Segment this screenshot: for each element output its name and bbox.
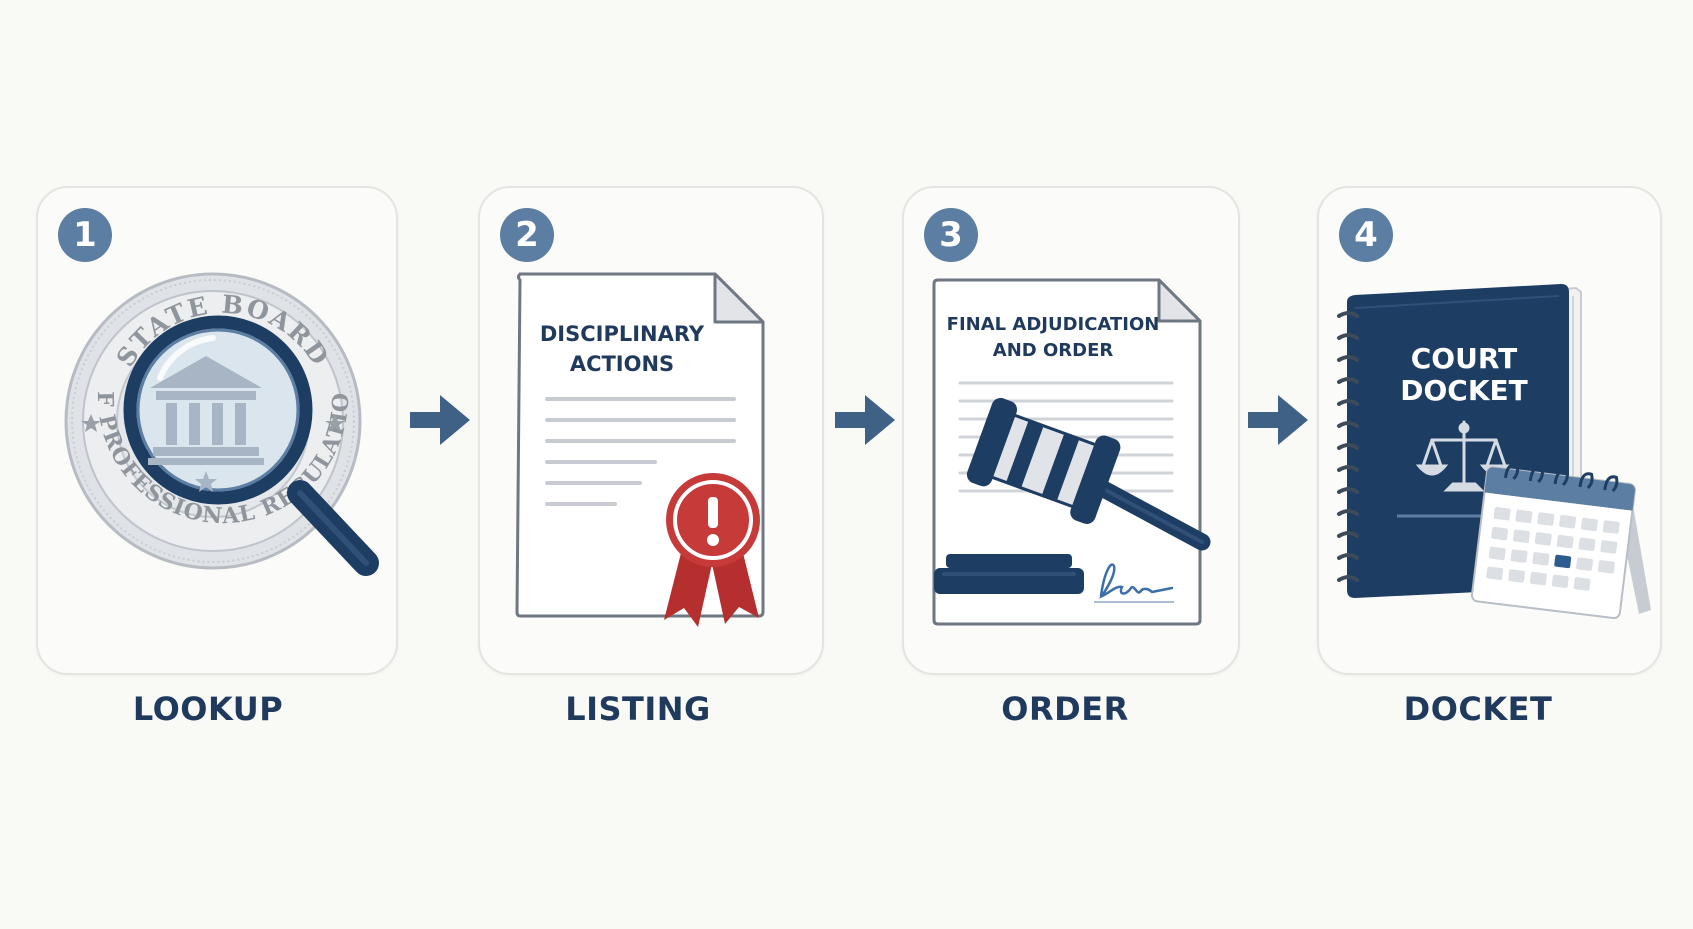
step-card-listing: 2 DISCIPLINARY ACTIONS <box>478 186 824 675</box>
step-label-lookup: LOOKUP <box>132 690 284 728</box>
step-card-docket: 4 COURT DOCKET <box>1317 186 1662 675</box>
document-title-line2: ACTIONS <box>570 352 674 376</box>
document-icon: FINAL ADJUDICATION AND ORDER <box>932 278 1211 626</box>
courthouse-icon <box>148 356 264 465</box>
step-card-order: 3 FINAL ADJUDICATION AND ORDER <box>902 186 1240 675</box>
star-icon <box>195 471 217 492</box>
docket-book-icon: COURT DOCKET <box>1337 284 1651 620</box>
step-card-lookup: 1 STATE BOARD OF PROFESSIONAL REGULATION <box>36 186 398 675</box>
step-number-badge: 2 <box>500 208 554 262</box>
step-number-badge: 3 <box>924 208 978 262</box>
document-icon: DISCIPLINARY ACTIONS <box>515 272 765 627</box>
star-icon <box>81 414 101 432</box>
step-number-badge: 1 <box>58 208 112 262</box>
step-label-order: ORDER <box>1001 690 1129 728</box>
desk-calendar-icon <box>1470 463 1651 620</box>
signature-icon <box>1094 563 1174 603</box>
arrow-right-icon <box>835 395 895 445</box>
document-title-line2: AND ORDER <box>993 340 1114 361</box>
alert-ribbon-icon <box>664 473 760 627</box>
state-board-seal-icon: STATE BOARD OF PROFESSIONAL REGULATION <box>38 188 379 576</box>
step-label-docket: DOCKET <box>1403 690 1553 728</box>
arrow-right-icon <box>1248 395 1308 445</box>
document-title-line1: FINAL ADJUDICATION <box>947 314 1160 335</box>
step-number-badge: 4 <box>1339 208 1393 262</box>
document-title-line1: DISCIPLINARY <box>540 322 705 346</box>
step-label-listing: LISTING <box>565 690 711 728</box>
star-icon <box>325 414 345 432</box>
book-title-line1: COURT <box>1411 342 1518 375</box>
arrow-right-icon <box>410 395 470 445</box>
gavel-icon <box>934 397 1211 594</box>
book-title-line2: DOCKET <box>1400 374 1528 407</box>
